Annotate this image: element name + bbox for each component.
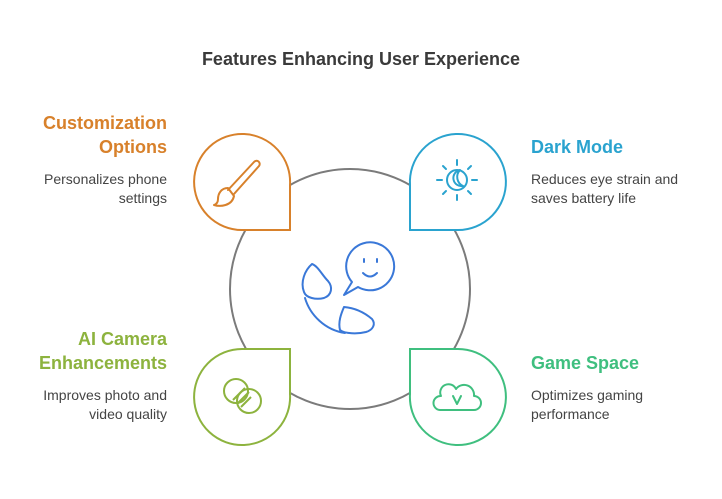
- customization-description: Personalizes phone settings: [44, 171, 167, 206]
- dark-mode-heading: Dark Mode: [531, 137, 624, 157]
- ai-camera-heading: AI Camera Enhancements: [38, 329, 167, 373]
- customization-badge: [193, 133, 292, 231]
- dark-mode-description: Reduces eye strain and saves battery lif…: [531, 171, 679, 206]
- dark-mode-badge: [408, 133, 507, 231]
- game-space-badge: [408, 348, 507, 446]
- overlapping-circles-icon: [223, 378, 262, 414]
- diagram-title: Features Enhancing User Experience: [201, 49, 521, 69]
- cloud-download-icon: [432, 383, 482, 411]
- sun-moon-icon: [436, 159, 478, 201]
- ai-camera-badge: [193, 348, 292, 446]
- user-experience-icon: [301, 241, 396, 335]
- game-space-description: Optimizes gaming performance: [531, 387, 644, 422]
- game-space-heading: Game Space: [531, 353, 640, 373]
- ai-camera-description: Improves photo and video quality: [43, 387, 167, 422]
- customization-heading: Customization Options: [43, 113, 167, 157]
- center-ring: [229, 168, 471, 410]
- paintbrush-icon: [213, 159, 261, 207]
